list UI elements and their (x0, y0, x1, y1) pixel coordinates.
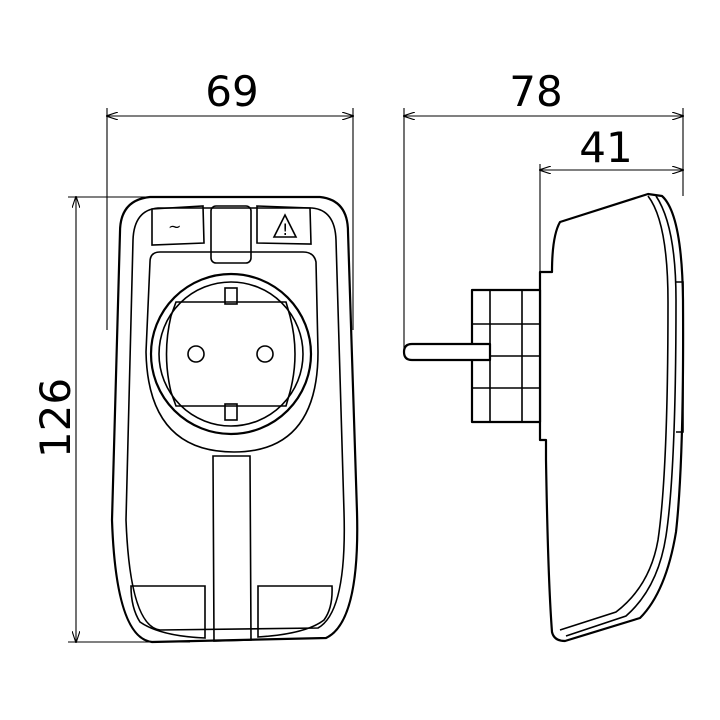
side-housing-outline (538, 192, 685, 643)
side-edge-line-1 (559, 195, 669, 631)
side-button (676, 281, 684, 433)
plug-pin (402, 342, 492, 362)
earth-clip-top (224, 287, 238, 305)
bottom-pad-left (130, 585, 206, 639)
front-view: ~ ! (110, 195, 359, 644)
dim-body-depth-label: 41 (579, 123, 632, 172)
socket-recess (165, 301, 296, 407)
dim-front-width-label: 69 (205, 67, 258, 116)
socket-surround (145, 251, 319, 453)
dim-height-label: 126 (31, 378, 80, 458)
socket (149, 272, 313, 436)
socket-outer-ring (149, 272, 313, 436)
dimensions: 69 126 78 41 (31, 67, 683, 642)
dim-total-depth-label: 78 (509, 67, 562, 116)
center-window (210, 205, 252, 264)
socket-inner-ring (158, 281, 304, 427)
side-view (402, 192, 685, 643)
power-indicator-window (151, 205, 205, 246)
warning-triangle-icon (272, 213, 298, 238)
socket-hole-left (187, 345, 205, 363)
socket-hole-right (256, 345, 274, 363)
power-indicator-symbol: ~ (168, 217, 181, 236)
earth-clip-bottom (224, 403, 238, 421)
warning-indicator-window (256, 205, 312, 245)
central-strip (212, 455, 252, 642)
side-edge-line-2 (565, 195, 677, 637)
warning-indicator-symbol: ! (282, 220, 288, 239)
bottom-pad-right (257, 585, 333, 638)
